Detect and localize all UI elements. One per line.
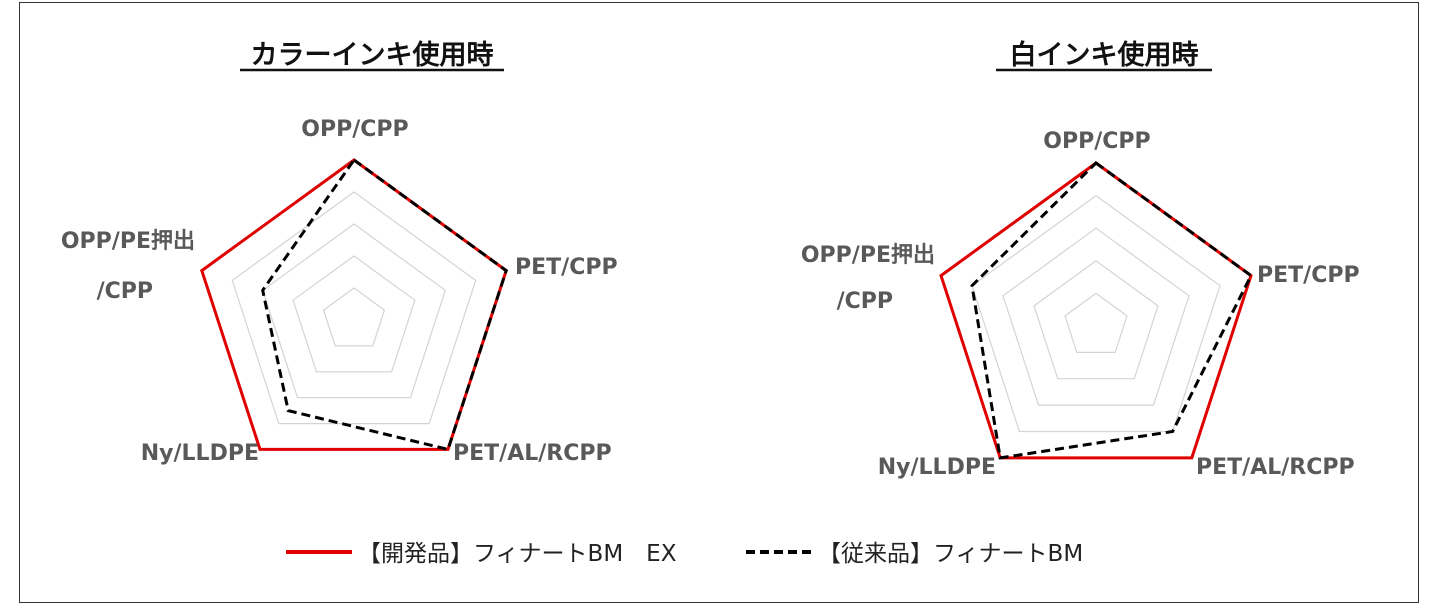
legend-item-conventional: 【従来品】フィナートBM <box>746 541 1083 567</box>
chart-frame <box>19 2 1419 603</box>
radar-chart-color-ink: カラーインキ使用時 OPP/CPP PET/CPP PET/AL/RCPP Ny/LL… <box>61 40 618 466</box>
chart-title: 白インキ使用時 <box>1010 39 1199 71</box>
grid-ring-4 <box>971 194 1221 433</box>
axis-label: OPP/CPP <box>1043 129 1150 154</box>
grid-ring-2 <box>1033 260 1159 380</box>
axis-label: /CPP <box>837 289 893 314</box>
legend-label: 【従来品】フィナートBM <box>818 541 1083 567</box>
legend: 【開発品】フィナートBM EX 【従来品】フィナートBM <box>286 541 1083 567</box>
grid-ring-1 <box>322 287 386 347</box>
grid-ring-3 <box>1002 227 1190 406</box>
axis-label: OPP/PE押出 <box>801 242 935 268</box>
chart-title: カラーインキ使用時 <box>251 40 494 71</box>
grid-ring-2 <box>292 255 416 373</box>
legend-label: 【開発品】フィナートBM EX <box>358 541 677 567</box>
axis-label: PET/CPP <box>1257 263 1360 288</box>
series-line-conventional <box>261 157 508 452</box>
axis-label: PET/AL/RCPP <box>1196 455 1355 480</box>
grid-ring-1 <box>1064 292 1128 353</box>
axis-label: OPP/CPP <box>301 117 408 142</box>
radar-chart-white-ink: 白インキ使用時 OPP/CPP PET/CPP PET/AL/RCPP Ny/LLDP… <box>801 39 1360 480</box>
axis-label: /CPP <box>97 279 153 304</box>
series-line-developed <box>939 161 1253 460</box>
axis-label: OPP/PE押出 <box>61 228 195 254</box>
grid-ring-5 <box>940 162 1252 459</box>
series-line-developed <box>200 158 508 451</box>
series-line-conventional <box>970 161 1253 460</box>
axis-label: Ny/LLDPE <box>878 455 996 480</box>
axis-label: PET/CPP <box>515 255 618 280</box>
grid-ring-3 <box>261 223 447 399</box>
legend-item-developed: 【開発品】フィナートBM EX <box>286 541 677 567</box>
grid-ring-5 <box>201 159 507 450</box>
grid-ring-4 <box>231 191 477 425</box>
axis-label: PET/AL/RCPP <box>453 441 612 466</box>
axis-label: Ny/LLDPE <box>141 441 259 466</box>
